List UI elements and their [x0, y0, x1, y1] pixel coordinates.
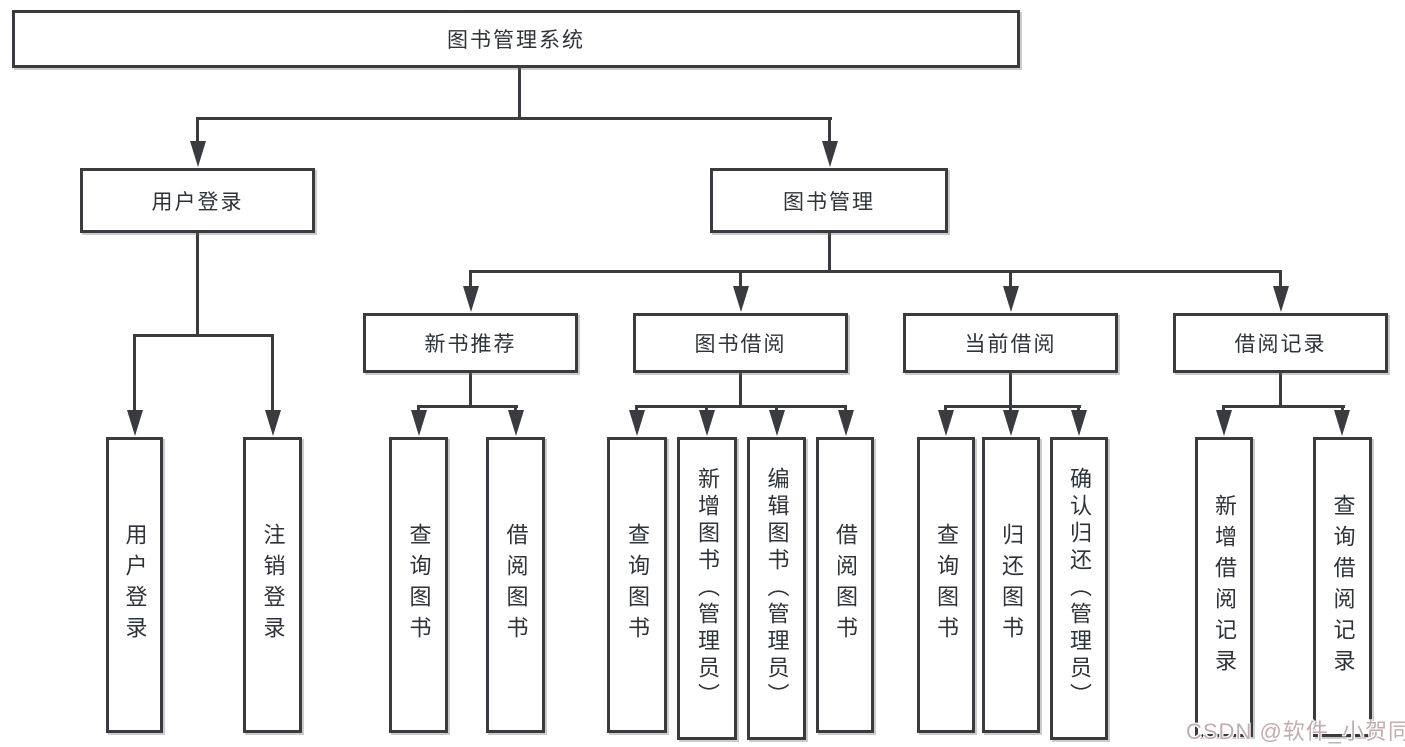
arrowhead-nbr-borrow	[508, 410, 524, 436]
connector-new-book-shaft	[469, 270, 472, 288]
leaf-user-login-label: 用户登录	[122, 523, 148, 647]
arrowhead-leaf-user-login	[127, 410, 143, 436]
connector-new-book-group-hline	[417, 405, 518, 408]
leaf-cb-return-books-label: 归还图书	[999, 523, 1024, 647]
arrowhead-leaf-logout	[265, 410, 281, 436]
node-borrow-records-label: 借阅记录	[1234, 333, 1327, 356]
arrowhead-current-borrow	[1003, 286, 1019, 312]
connector-leaf-logout-shaft	[271, 334, 274, 414]
leaf-bb-add-books-admin: 新增图书（管理员）	[677, 437, 737, 740]
leaf-logout: 注销登录	[243, 437, 302, 733]
arrowhead-bb-add	[699, 410, 715, 436]
arrowhead-cb-query	[938, 410, 954, 436]
connector-user-login-drop	[196, 233, 199, 337]
leaf-bb-query-books-label: 查询图书	[625, 523, 650, 647]
arrowhead-cb-confirm	[1071, 410, 1087, 436]
arrowhead-book-borrow	[733, 286, 749, 312]
node-root-label: 图书管理系统	[447, 29, 585, 52]
leaf-br-query-record-label: 查询借阅记录	[1330, 494, 1356, 680]
node-book-borrowing: 图书借阅	[633, 313, 848, 373]
leaf-bb-edit-books-admin: 编辑图书（管理员）	[747, 437, 806, 740]
connector-user-login-shaft	[196, 117, 199, 145]
arrowhead-cb-return	[1003, 410, 1019, 436]
leaf-cb-query-books-label: 查询图书	[934, 523, 959, 647]
leaf-br-add-record-label: 新增借阅记录	[1212, 494, 1237, 680]
connector-new-book-drop	[469, 372, 472, 408]
connector-leaf-user-login-shaft	[133, 334, 136, 414]
node-new-book-recommend-label: 新书推荐	[424, 333, 517, 356]
arrowhead-br-add	[1216, 410, 1232, 436]
node-user-login: 用户登录	[80, 168, 315, 233]
node-current-borrowing-label: 当前借阅	[964, 333, 1057, 356]
leaf-bb-query-books: 查询图书	[607, 437, 667, 733]
node-book-management-label: 图书管理	[783, 190, 875, 214]
connector-level1-hline	[196, 117, 832, 120]
leaf-bb-borrow-books: 借阅图书	[816, 437, 874, 733]
connector-root-drop	[518, 67, 521, 119]
connector-level2-hline	[469, 270, 1282, 273]
connector-borrow-record-group-hline	[1222, 405, 1345, 408]
leaf-nbr-borrow-books-label: 借阅图书	[503, 523, 529, 647]
leaf-cb-confirm-return-admin: 确认归还（管理员）	[1050, 437, 1108, 740]
arrowhead-bb-borrow	[838, 410, 854, 436]
connector-book-borrow-shaft	[739, 270, 742, 288]
arrowhead-new-book	[463, 286, 479, 312]
connector-current-borrow-group-hline	[944, 405, 1081, 408]
node-user-login-label: 用户登录	[151, 190, 244, 214]
leaf-logout-label: 注销登录	[260, 523, 286, 647]
connector-borrow-record-shaft	[1279, 270, 1282, 288]
leaf-br-query-record: 查询借阅记录	[1313, 437, 1372, 737]
arrowhead-user-login	[190, 141, 206, 167]
leaf-br-add-record: 新增借阅记录	[1195, 437, 1253, 737]
node-new-book-recommend: 新书推荐	[363, 313, 578, 373]
leaf-bb-edit-books-admin-label: 编辑图书（管理员）	[764, 467, 790, 710]
arrowhead-borrow-record	[1273, 286, 1289, 312]
connector-current-borrow-shaft	[1009, 270, 1012, 288]
leaf-cb-confirm-return-admin-label: 确认归还（管理员）	[1067, 467, 1092, 710]
node-book-management: 图书管理	[710, 168, 948, 233]
leaf-user-login: 用户登录	[106, 437, 163, 733]
arrowhead-bb-edit	[769, 410, 785, 436]
node-book-borrowing-label: 图书借阅	[694, 333, 787, 356]
leaf-bb-add-books-admin-label: 新增图书（管理员）	[695, 467, 720, 710]
leaf-cb-return-books: 归还图书	[982, 437, 1040, 733]
connector-current-borrow-drop	[1009, 372, 1012, 408]
connector-book-borrow-drop	[739, 372, 742, 408]
node-borrow-records: 借阅记录	[1173, 313, 1388, 373]
node-current-borrowing: 当前借阅	[903, 313, 1118, 373]
arrowhead-bb-query	[629, 410, 645, 436]
arrowhead-nbr-query	[411, 410, 427, 436]
node-root: 图书管理系统	[12, 10, 1020, 68]
leaf-nbr-borrow-books: 借阅图书	[486, 437, 545, 733]
watermark-text: CSDN @软件_小贺同学	[1186, 719, 1405, 744]
leaf-nbr-query-books-label: 查询图书	[406, 523, 432, 647]
leaf-cb-query-books: 查询图书	[917, 437, 975, 733]
connector-book-borrow-group-hline	[635, 405, 847, 408]
connector-book-mgmt-drop	[828, 233, 831, 273]
connector-user-login-group-hline	[133, 334, 274, 337]
connector-book-mgmt-shaft	[828, 117, 831, 145]
arrowhead-br-query	[1334, 410, 1350, 436]
leaf-nbr-query-books: 查询图书	[389, 437, 448, 733]
leaf-bb-borrow-books-label: 借阅图书	[833, 523, 858, 647]
arrowhead-book-mgmt	[822, 141, 838, 167]
connector-borrow-record-drop	[1279, 372, 1282, 408]
